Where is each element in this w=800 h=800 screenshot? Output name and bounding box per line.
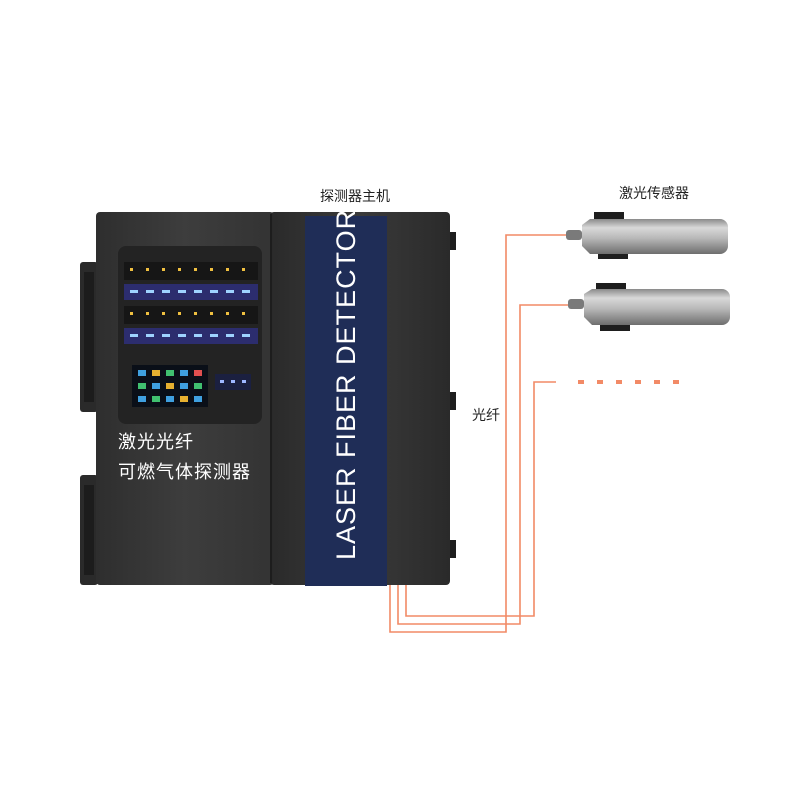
sensor-probe-1 [566,212,728,259]
side-clip-top [446,232,456,250]
side-clip-bottom [446,540,456,558]
touch-screen-icons [138,370,202,402]
fiber-label: 光纤 [472,408,500,424]
fiber-continuation-dots [578,380,679,384]
sensor-label: 激光传感器 [619,186,689,202]
fiber-line-2 [397,304,572,625]
laser-fiber-detector-text: LASER FIBER DETECTOR [331,208,361,560]
host-label: 探测器主机 [320,189,390,205]
device-name-line-2: 可燃气体探测器 [118,462,251,483]
label-strip [305,216,387,586]
fiber-line-1 [389,234,570,633]
device-name-line-1: 激光光纤 [118,432,194,453]
fiber-line-3 [405,381,556,617]
indicator-matrix [124,262,258,344]
side-clip-middle [446,392,456,410]
sensor-probe-2 [568,283,730,331]
